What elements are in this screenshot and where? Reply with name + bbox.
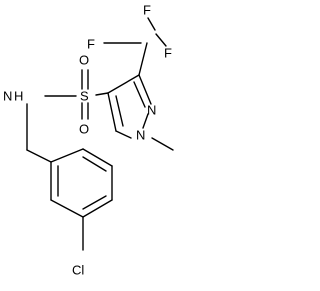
bond-cf3-c3 xyxy=(138,42,148,76)
bond-ring-2-3 xyxy=(82,148,113,167)
bond-c5-c4-double xyxy=(115,95,124,127)
atom-o-top: O xyxy=(79,53,89,68)
bond-c4-c3 xyxy=(107,74,140,94)
atom-n-methyl: N xyxy=(136,128,145,143)
atom-f3: F xyxy=(164,46,172,61)
bond-c4-s xyxy=(95,92,109,96)
bond-ch2-ring xyxy=(26,149,52,163)
atom-nh-h: H xyxy=(14,89,23,104)
atom-o-bottom: O xyxy=(79,122,89,137)
bond-f1-c xyxy=(147,17,156,31)
bond-f3-c xyxy=(155,33,167,47)
atom-f2: F xyxy=(87,37,95,52)
bond-ring-4-5 xyxy=(82,199,113,218)
molecule-structure: F F F N N O S O N H Cl xyxy=(3,3,174,278)
bond-n1-c5 xyxy=(115,130,132,139)
bond-ring-4-5-double xyxy=(82,195,107,210)
bond-n2-n1 xyxy=(142,113,149,129)
bond-ring-2-3-double xyxy=(82,156,107,172)
atom-cl: Cl xyxy=(72,263,84,278)
atom-s: S xyxy=(80,89,89,104)
atom-f1: F xyxy=(143,3,151,18)
bond-ring-1-2 xyxy=(50,148,84,163)
bond-ring-5-6 xyxy=(50,199,84,218)
atom-nh-n: N xyxy=(3,89,12,104)
bond-c3-n2 xyxy=(138,74,152,105)
atom-n-pyrazole: N xyxy=(147,103,156,118)
bond-c3-n2-double xyxy=(133,81,146,108)
bond-n1-methyl xyxy=(151,137,174,151)
bond-c5-c4 xyxy=(107,92,117,132)
